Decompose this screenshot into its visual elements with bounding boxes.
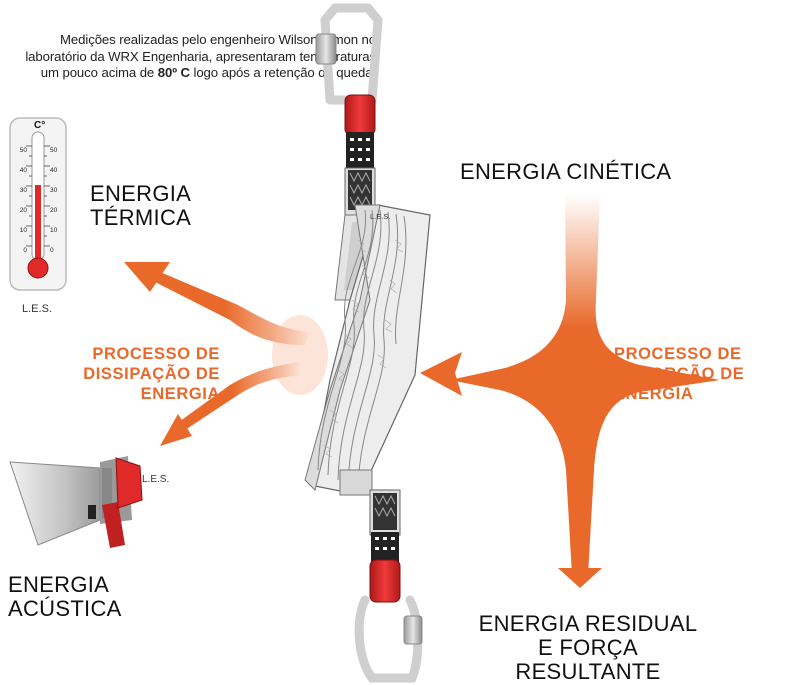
megaphone-les-label: L.E.S.: [142, 474, 170, 485]
acoustic-energy-label: ENERGIA ACÚSTICA: [8, 572, 122, 621]
absorber-les-label: L.E.S.: [370, 212, 391, 221]
intro-text: Medições realizadas pelo engenheiro Wils…: [25, 32, 376, 80]
bottom-strap: [369, 489, 401, 603]
dissipation-process-label: PROCESSO DE DISSIPAÇÃO DE ENERGIA: [83, 345, 220, 403]
carabiner-icon: [354, 595, 423, 683]
thermometer-les-label: L.E.S.: [22, 303, 52, 315]
absorption-process-label: PROCESSO DE ABSORÇÃO DE ENERGIA: [614, 345, 745, 403]
thermometer-icon: [9, 117, 67, 291]
kinetic-energy-label: ENERGIA CINÉTICA: [460, 159, 672, 184]
megaphone-icon: [9, 456, 143, 548]
residual-energy-label: ENERGIA RESIDUAL E FORÇA RESULTANTE: [478, 611, 698, 684]
carabiner-icon: [315, 3, 383, 105]
thermometer-unit: C°: [34, 120, 46, 131]
thermal-energy-label: ENERGIA TÉRMICA: [90, 181, 192, 230]
kinetic-energy-arrow: [420, 195, 720, 588]
top-strap: [344, 94, 376, 219]
dissipation-arrows: [124, 262, 328, 446]
energy-absorber-icon: [304, 204, 431, 496]
